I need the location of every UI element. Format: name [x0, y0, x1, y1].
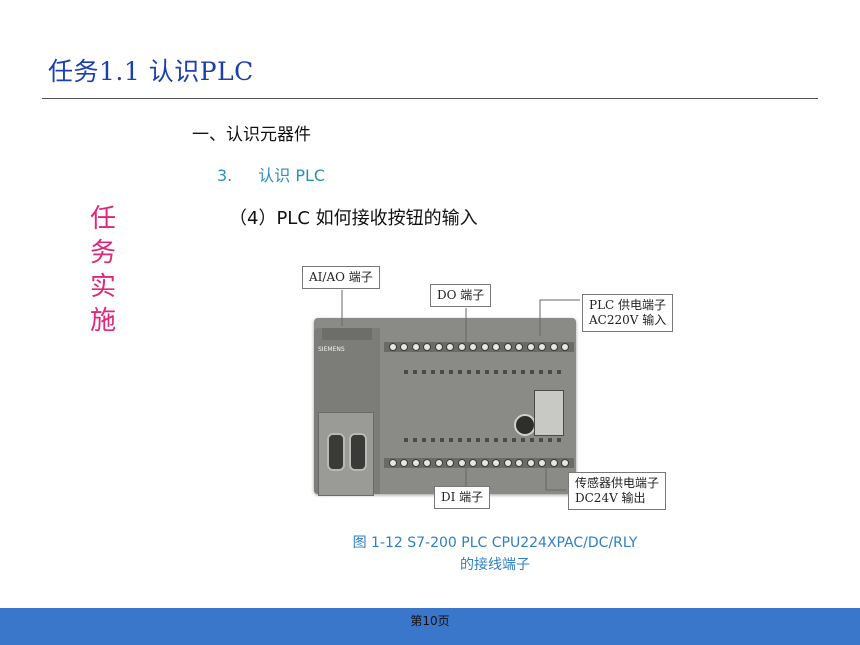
title-divider [42, 98, 818, 99]
plc-ai-ao-terminal-strip [322, 328, 372, 340]
figure-caption-line1: 图 1-12 S7-200 PLC CPU224XPAC/DC/RLY [352, 535, 638, 551]
callout-ai-ao: AI/AO 端子 [302, 266, 380, 289]
side-label: 任 务 实 施 [86, 202, 120, 338]
screw-icon [457, 343, 466, 351]
screw-icon [423, 343, 432, 351]
screw-icon [526, 343, 535, 351]
callout-plc-power-line1: PLC 供电端子 [589, 298, 667, 312]
screw-icon [561, 343, 570, 351]
callout-leader-lines [341, 290, 580, 491]
callout-plc-power-line2: AC220V 输入 [589, 313, 667, 327]
leader-line-plc-power [539, 299, 580, 336]
status-led-row [404, 438, 564, 442]
screw-icon [388, 343, 397, 351]
plc-device-image: SIEMENS [314, 318, 576, 496]
side-label-char: 实 [89, 272, 116, 302]
leader-line-sensor-power [545, 458, 566, 491]
subsection-text: 认识 PLC [258, 166, 326, 185]
screw-icon [561, 459, 570, 467]
di-terminal-strip [384, 458, 574, 468]
callout-plc-power: PLC 供电端子 AC220V 输入 [582, 294, 674, 332]
screw-icon [538, 343, 547, 351]
screw-icon [469, 459, 478, 467]
figure-caption: 图 1-12 S7-200 PLC CPU224XPAC/DC/RLY 的接线端… [330, 532, 660, 576]
callout-sensor-power-line1: 传感器供电端子 [575, 476, 660, 490]
callout-do: DO 端子 [430, 284, 492, 307]
screw-icon [388, 459, 397, 467]
plc-terminal-figure: SIEMENS AI/AO 端子 DO 端子 PLC 供电端子 AC220V [290, 258, 690, 520]
slide-title: 任务1.1 认识PLC [48, 57, 254, 86]
callout-sensor-power-line2: DC24V 输出 [575, 491, 646, 505]
screw-icon [400, 459, 409, 467]
do-terminal-strip [384, 342, 574, 352]
screw-icon [411, 343, 420, 351]
screw-icon [400, 343, 409, 351]
screw-icon [434, 343, 443, 351]
status-led-row [404, 370, 564, 374]
side-label-char: 务 [89, 238, 116, 268]
db9-port-icon [327, 433, 345, 471]
figure-caption-line2: 的接线端子 [460, 557, 530, 573]
screw-icon [526, 459, 535, 467]
side-label-char: 施 [89, 306, 116, 336]
subsection-heading: 3. 认识 PLC [217, 162, 325, 186]
screw-icon [423, 459, 432, 467]
mode-switch-icon [534, 390, 564, 436]
screw-icon [411, 459, 420, 467]
screw-icon [515, 459, 524, 467]
screw-icon [549, 459, 558, 467]
db9-port-icon [349, 433, 367, 471]
screw-icon [549, 343, 558, 351]
plc-brand-label: SIEMENS [318, 346, 345, 353]
screw-icon [457, 459, 466, 467]
page-number: 第10页 [410, 614, 450, 628]
screw-icon [480, 343, 489, 351]
callout-sensor-power: 传感器供电端子 DC24V 输出 [568, 472, 667, 510]
screw-icon [446, 459, 455, 467]
subsection-number: 3. [217, 166, 233, 185]
section-heading: 一、认识元器件 [192, 125, 311, 145]
screw-icon [492, 459, 501, 467]
screw-icon [446, 343, 455, 351]
screw-icon [469, 343, 478, 351]
screw-icon [434, 459, 443, 467]
screw-icon [492, 343, 501, 351]
screw-icon [515, 343, 524, 351]
callout-di: DI 端子 [434, 486, 491, 509]
topic-heading: （4）PLC 如何接收按钮的输入 [229, 208, 478, 229]
side-label-char: 任 [89, 204, 116, 234]
footer-bar [0, 608, 860, 645]
screw-icon [503, 343, 512, 351]
screw-icon [480, 459, 489, 467]
screw-icon [503, 459, 512, 467]
plc-left-module: SIEMENS [314, 328, 380, 496]
plc-communication-panel [318, 412, 374, 496]
